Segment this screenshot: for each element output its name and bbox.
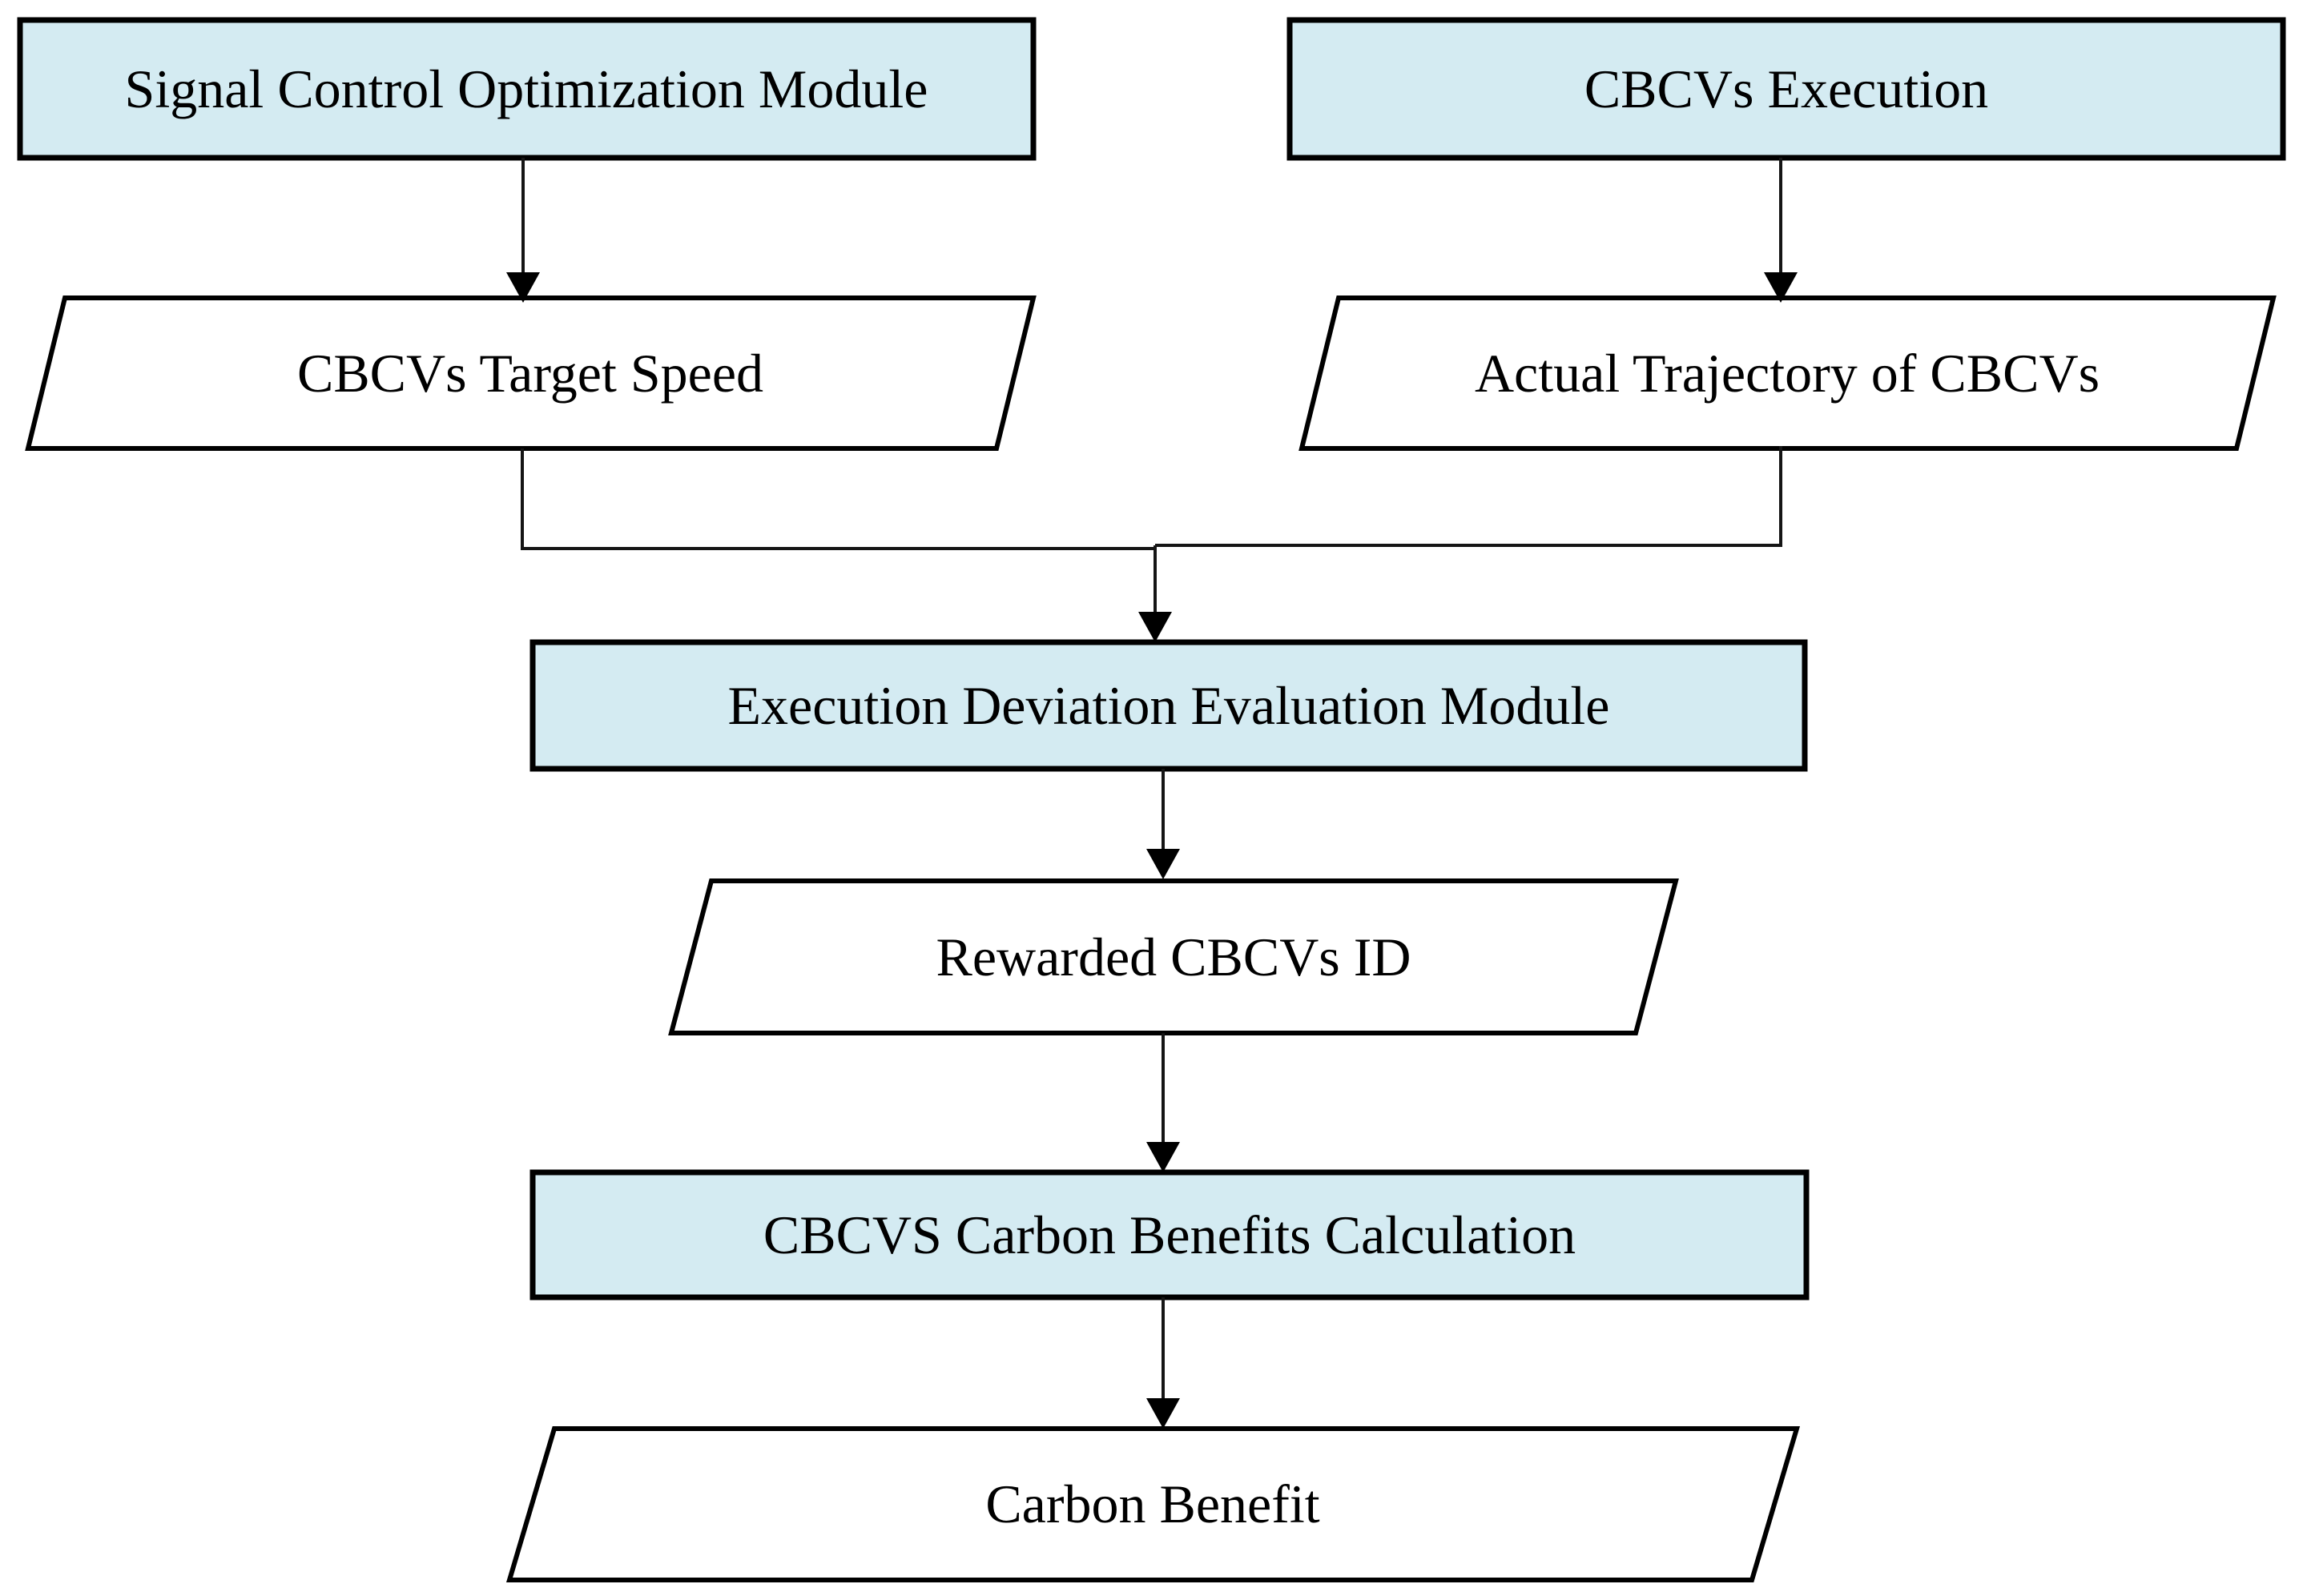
- edge-deviation-module-to-rewarded-id-arrowhead-icon: [1146, 849, 1180, 879]
- node-actual-trajectory-label: Actual Trajectory of CBCVs: [1475, 343, 2100, 404]
- edge-target-speed-to-merge-line: [521, 448, 1155, 550]
- node-cbcvs-carbon-benefits-calculation-label: CBCVS Carbon Benefits Calculation: [763, 1204, 1576, 1265]
- node-actual-trajectory-parallelogram: [1298, 295, 2277, 451]
- node-rewarded-cbcvs-id-parallelogram: [668, 878, 1679, 1035]
- node-carbon-benefit-parallelogram: [505, 1426, 1801, 1582]
- node-cbcvs-execution-label: CBCVs Execution: [1584, 58, 1988, 119]
- node-cbcvs-carbon-benefits-calculation-box: [529, 1169, 1810, 1301]
- edge-carbon-calc-to-carbon-benefit-arrowhead-icon: [1146, 1398, 1180, 1429]
- node-cbcvs-execution-box: [1286, 17, 2286, 161]
- edge-merge-to-deviation-module-arrowhead-icon: [1138, 612, 1172, 642]
- node-execution-deviation-evaluation-module-box: [529, 639, 1808, 772]
- node-cbcvs-target-speed-parallelogram: [25, 295, 1037, 451]
- node-carbon-benefit-label: Carbon Benefit: [985, 1473, 1319, 1534]
- node-signal-control-optimization-module-label: Signal Control Optimization Module: [125, 58, 928, 119]
- edge-signal-control-to-target-speed-arrowhead-icon: [506, 272, 540, 303]
- edge-actual-trajectory-to-merge-line: [1155, 446, 1782, 547]
- node-signal-control-optimization-module-box: [17, 17, 1037, 161]
- edge-rewarded-id-to-carbon-calc-arrowhead-icon: [1146, 1142, 1180, 1172]
- node-execution-deviation-evaluation-module-label: Execution Deviation Evaluation Module: [728, 675, 1610, 736]
- edge-cbcvs-execution-to-actual-trajectory-arrowhead-icon: [1764, 272, 1798, 303]
- node-cbcvs-target-speed-label: CBCVs Target Speed: [297, 343, 763, 404]
- node-rewarded-cbcvs-id-label: Rewarded CBCVs ID: [936, 927, 1411, 987]
